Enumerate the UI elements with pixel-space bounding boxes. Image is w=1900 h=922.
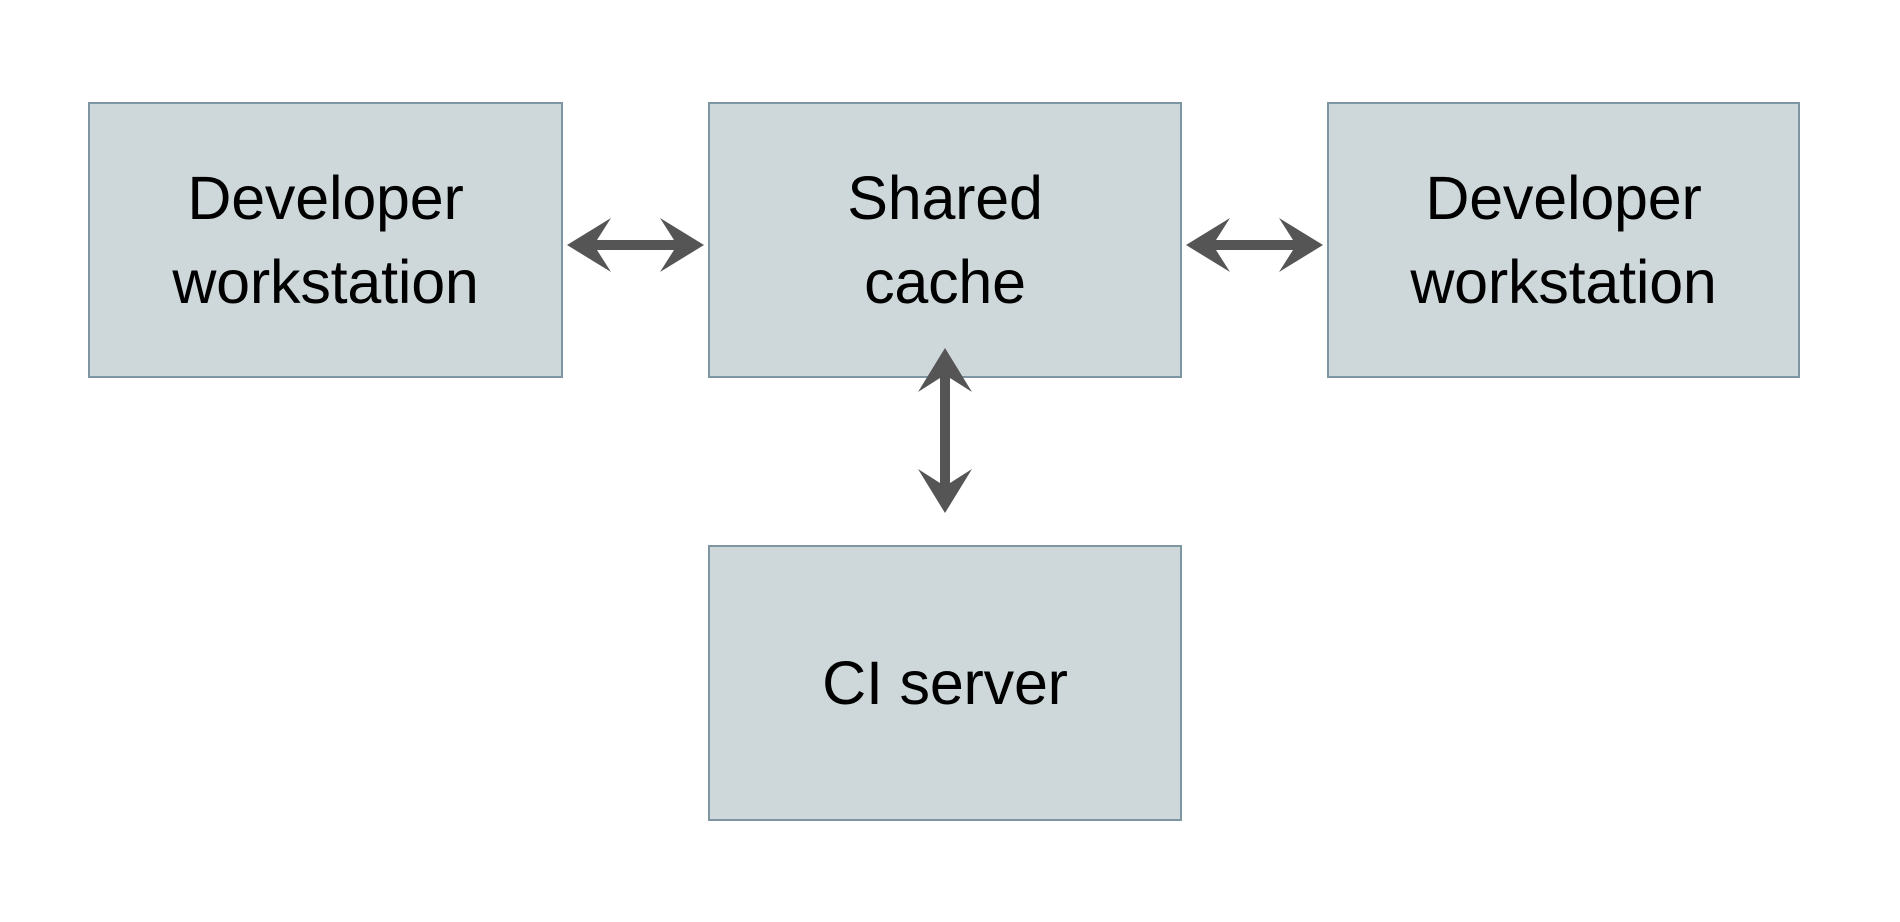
- connector-cache-to-right-workstation-icon: [1186, 218, 1323, 272]
- node-label: Shared cache: [847, 164, 1043, 316]
- node-label: Developer workstation: [172, 164, 479, 316]
- arrow-shape: [1186, 218, 1323, 272]
- connector-cache-to-ci-server-icon: [918, 348, 972, 513]
- node-developer-workstation-left[interactable]: Developer workstation: [88, 102, 563, 378]
- arrow-shape: [567, 218, 704, 272]
- node-ci-server[interactable]: CI server: [708, 545, 1182, 821]
- node-label: CI server: [822, 649, 1068, 717]
- node-label: Developer workstation: [1410, 164, 1717, 316]
- node-developer-workstation-right[interactable]: Developer workstation: [1327, 102, 1800, 378]
- connector-left-workstation-to-cache-icon: [567, 218, 704, 272]
- node-shared-cache[interactable]: Shared cache: [708, 102, 1182, 378]
